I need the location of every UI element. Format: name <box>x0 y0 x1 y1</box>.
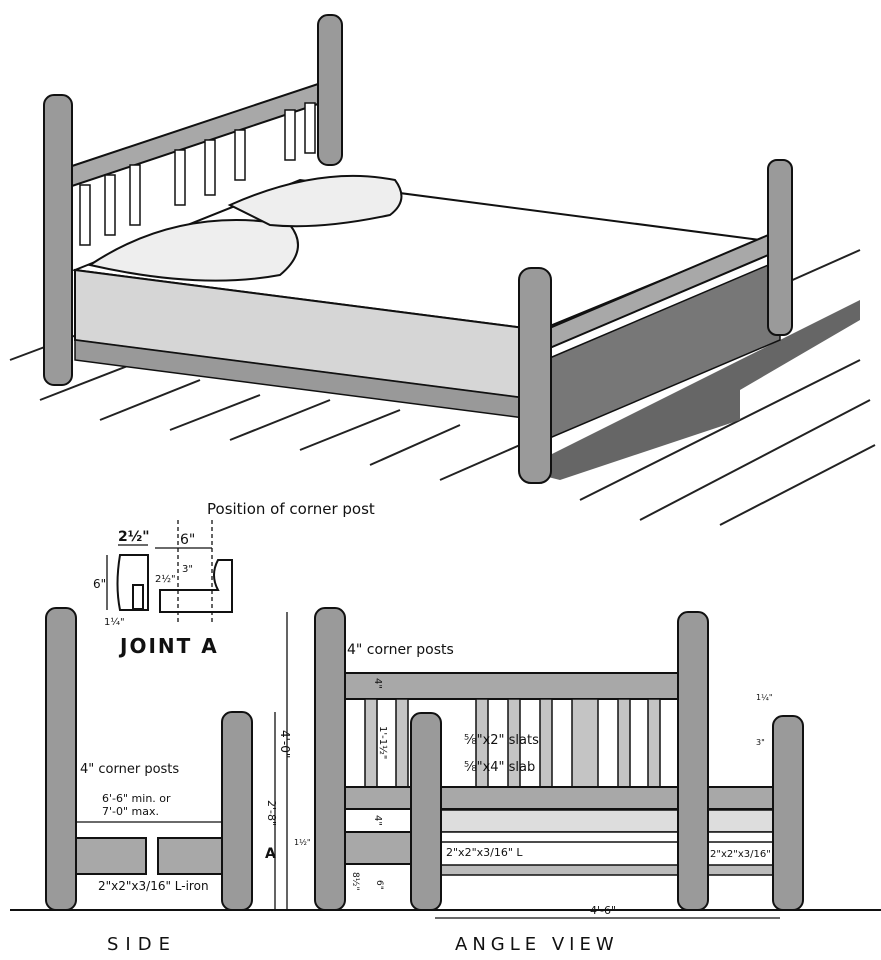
angle-rail-gap: 4" <box>372 815 383 826</box>
angle-l-right: 2"x2"x3/16" <box>710 849 771 860</box>
angle-slab-label: ⅝"x4" slab <box>464 760 535 775</box>
joint-dim-width: 2½" <box>118 529 150 545</box>
side-rail <box>75 837 147 875</box>
joint-dim-6: 6" <box>180 532 195 548</box>
angle-right-dim-a: 1¼" <box>756 693 773 702</box>
angle-title: ANGLE VIEW <box>455 934 619 955</box>
corner-post <box>518 267 552 484</box>
footboard-rail <box>439 831 781 843</box>
joint-dim-height: 6" <box>93 577 106 591</box>
angle-l-left: 2"x2"x3/16" L <box>446 846 523 859</box>
angle-post <box>772 715 804 911</box>
side-height-label: 2'-8" <box>265 800 278 826</box>
headboard-slats <box>364 698 661 788</box>
angle-post <box>410 712 442 911</box>
side-title: SIDE <box>107 934 177 955</box>
joint-dim-3: 3" <box>182 564 193 575</box>
angle-post <box>677 611 709 911</box>
headboard-top-rail <box>339 672 691 700</box>
side-view-drawing <box>10 607 430 911</box>
joint-dim-1quarter: 1¼" <box>104 616 125 628</box>
joint-a-detail <box>106 520 233 625</box>
headboard-bottom-rail <box>339 786 781 810</box>
side-length-line2: 7'-0" max. <box>102 805 159 818</box>
perspective-bed <box>9 14 876 526</box>
angle-slat-height: 1'-1½" <box>377 726 389 759</box>
side-post-head <box>45 607 77 911</box>
angle-dim-6: 6" <box>374 880 384 890</box>
headboard-slats <box>79 102 316 246</box>
angle-post <box>314 607 346 911</box>
footboard-lower-rail <box>439 864 781 876</box>
side-length-line1: 6'-6" min. or <box>102 792 171 805</box>
footboard-slats-band <box>439 809 781 833</box>
corner-post <box>767 159 793 336</box>
side-post-foot <box>221 711 253 911</box>
corner-post <box>43 94 73 386</box>
pillow <box>227 174 403 228</box>
joint-position-note: Position of corner post <box>207 500 375 518</box>
side-corner-posts-label: 4" corner posts <box>80 762 179 777</box>
angle-right-dim-b: 3" <box>756 738 765 747</box>
side-l-iron-label: 2"x2"x3/16" L-iron <box>98 879 209 893</box>
angle-height-label: 4'-0" <box>278 730 292 758</box>
angle-slats-label: ⅝"x2" slats <box>464 733 539 748</box>
bed-shadow <box>520 300 860 480</box>
angle-rail-small: 1½" <box>294 838 311 847</box>
angle-width-label: 4'-6" <box>590 904 616 917</box>
angle-view-drawing <box>280 607 881 919</box>
side-joint-marker: A <box>265 846 276 862</box>
joint-dim-2half: 2½" <box>155 573 176 585</box>
side-rail <box>157 837 223 875</box>
angle-corner-posts-label: 4" corner posts <box>347 642 454 658</box>
angle-rail-4: 4" <box>372 678 383 689</box>
angle-dim-8half: 8½" <box>350 872 360 891</box>
joint-title: JOINT A <box>118 634 219 658</box>
pillow <box>87 219 299 282</box>
corner-post <box>317 14 343 166</box>
